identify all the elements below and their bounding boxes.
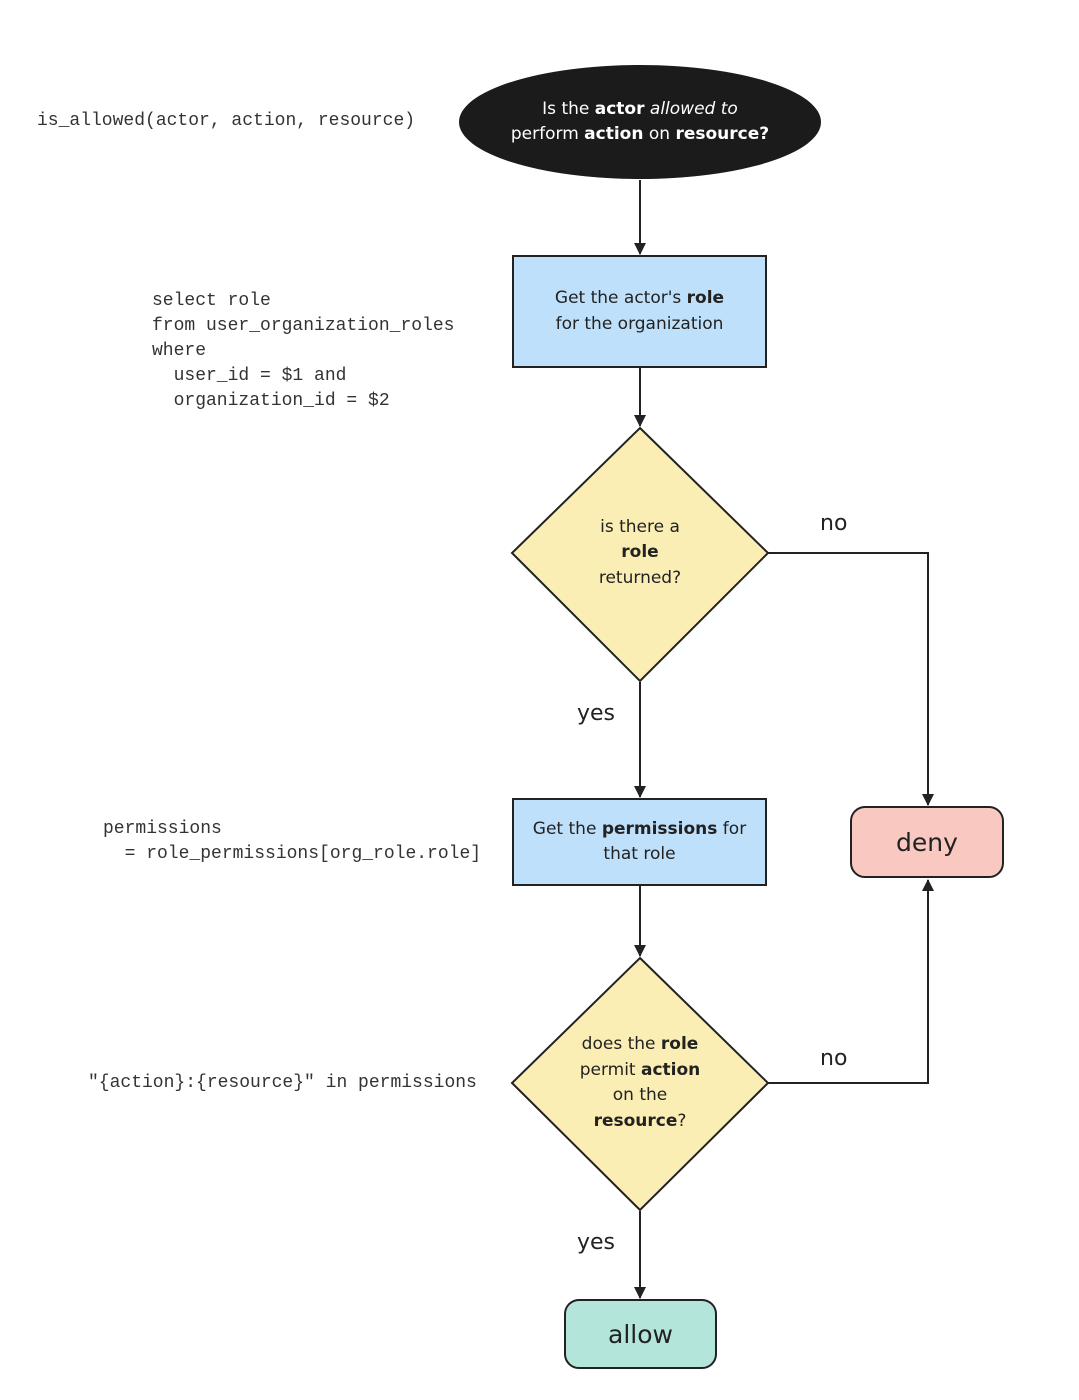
role-check-text-role: role xyxy=(621,542,659,563)
permit-check-text-role: role xyxy=(660,1034,699,1054)
role-check-line-1: is there a xyxy=(600,516,680,537)
get-role-box xyxy=(512,255,767,368)
get-permissions-line-1: Get the permissions for xyxy=(533,817,746,843)
allow-box xyxy=(564,1299,717,1369)
permissions-lookup-code: permissions = role_permissions[org_role.… xyxy=(103,819,482,864)
get-role-text-prefix: Get the actor's xyxy=(554,288,687,308)
get-permissions-text-for: for xyxy=(717,818,747,839)
permit-check-node: does the role permit action on the resou… xyxy=(545,1030,735,1136)
get-role-node: Get the actor's role for the organizatio… xyxy=(513,256,766,367)
start-text-is-the: Is the xyxy=(542,98,595,119)
deny-box xyxy=(850,806,1004,878)
start-text-on: on xyxy=(643,124,676,144)
start-text-perform: perform xyxy=(510,124,585,144)
get-permissions-text-prefix: Get the xyxy=(532,818,602,839)
permit-check-text: does the role permit action on the resou… xyxy=(580,1032,701,1134)
permit-check-line-4: resource? xyxy=(580,1109,701,1135)
role-check-line-2: role xyxy=(599,540,681,566)
start-text-allowed-to: allowed to xyxy=(649,98,738,119)
role-check-diamond xyxy=(510,426,770,683)
get-permissions-node: Get the permissions for that role xyxy=(513,799,766,885)
permit-check-text-does-the: does the xyxy=(581,1034,661,1054)
edge-permit-check-no-to-deny xyxy=(768,879,934,1084)
permit-check-text-permit: permit xyxy=(579,1059,641,1080)
start-text-resource: resource? xyxy=(675,124,770,144)
permission-check-code: "{action}:{resource}" in permissions xyxy=(88,1073,477,1093)
allow-node: allow xyxy=(565,1300,716,1368)
get-role-line-2: for the organization xyxy=(555,313,724,334)
get-role-text: Get the actor's role for the organizatio… xyxy=(555,286,724,337)
permit-check-line-1: does the role xyxy=(580,1032,701,1058)
get-permissions-line-2: that role xyxy=(603,844,676,864)
allow-label: allow xyxy=(608,1319,673,1349)
deny-node: deny xyxy=(851,807,1003,877)
start-text-action: action xyxy=(584,124,644,144)
get-permissions-text-permissions: permissions xyxy=(601,818,718,839)
start-node-text: Is the actor allowed to perform action o… xyxy=(511,97,769,148)
start-line-2: perform action on resource? xyxy=(511,122,769,148)
permit-check-text-resource: resource xyxy=(593,1110,678,1131)
start-node-shape xyxy=(459,65,821,179)
deny-label: deny xyxy=(896,827,958,857)
edge-label-yes-role: yes xyxy=(577,701,616,726)
permit-check-text-action: action xyxy=(641,1059,701,1080)
role-check-line-3: returned? xyxy=(598,567,682,588)
permit-check-text-question: ? xyxy=(677,1110,687,1131)
is-allowed-code: is_allowed(actor, action, resource) xyxy=(37,111,416,131)
permit-check-line-3: on the xyxy=(612,1085,668,1105)
start-line-1: Is the actor allowed to xyxy=(511,97,769,123)
edge-label-no-permit: no xyxy=(820,1046,848,1071)
permit-check-diamond xyxy=(510,956,770,1212)
edge-label-no-role: no xyxy=(820,511,848,536)
edge-role-check-no-to-deny xyxy=(768,552,934,806)
start-node: Is the actor allowed to perform action o… xyxy=(470,72,810,172)
get-permissions-text: Get the permissions for that role xyxy=(533,817,746,868)
edge-label-yes-permit: yes xyxy=(577,1230,616,1255)
role-check-node: is there a role returned? xyxy=(552,503,728,603)
select-role-query-code: select role from user_organization_roles… xyxy=(152,291,455,411)
role-check-text: is there a role returned? xyxy=(599,515,681,592)
get-role-line-1: Get the actor's role xyxy=(555,286,724,312)
start-text-actor: actor xyxy=(594,98,645,119)
permit-check-line-2: permit action xyxy=(580,1058,701,1084)
get-permissions-box xyxy=(512,798,767,886)
get-role-text-role: role xyxy=(686,288,725,308)
